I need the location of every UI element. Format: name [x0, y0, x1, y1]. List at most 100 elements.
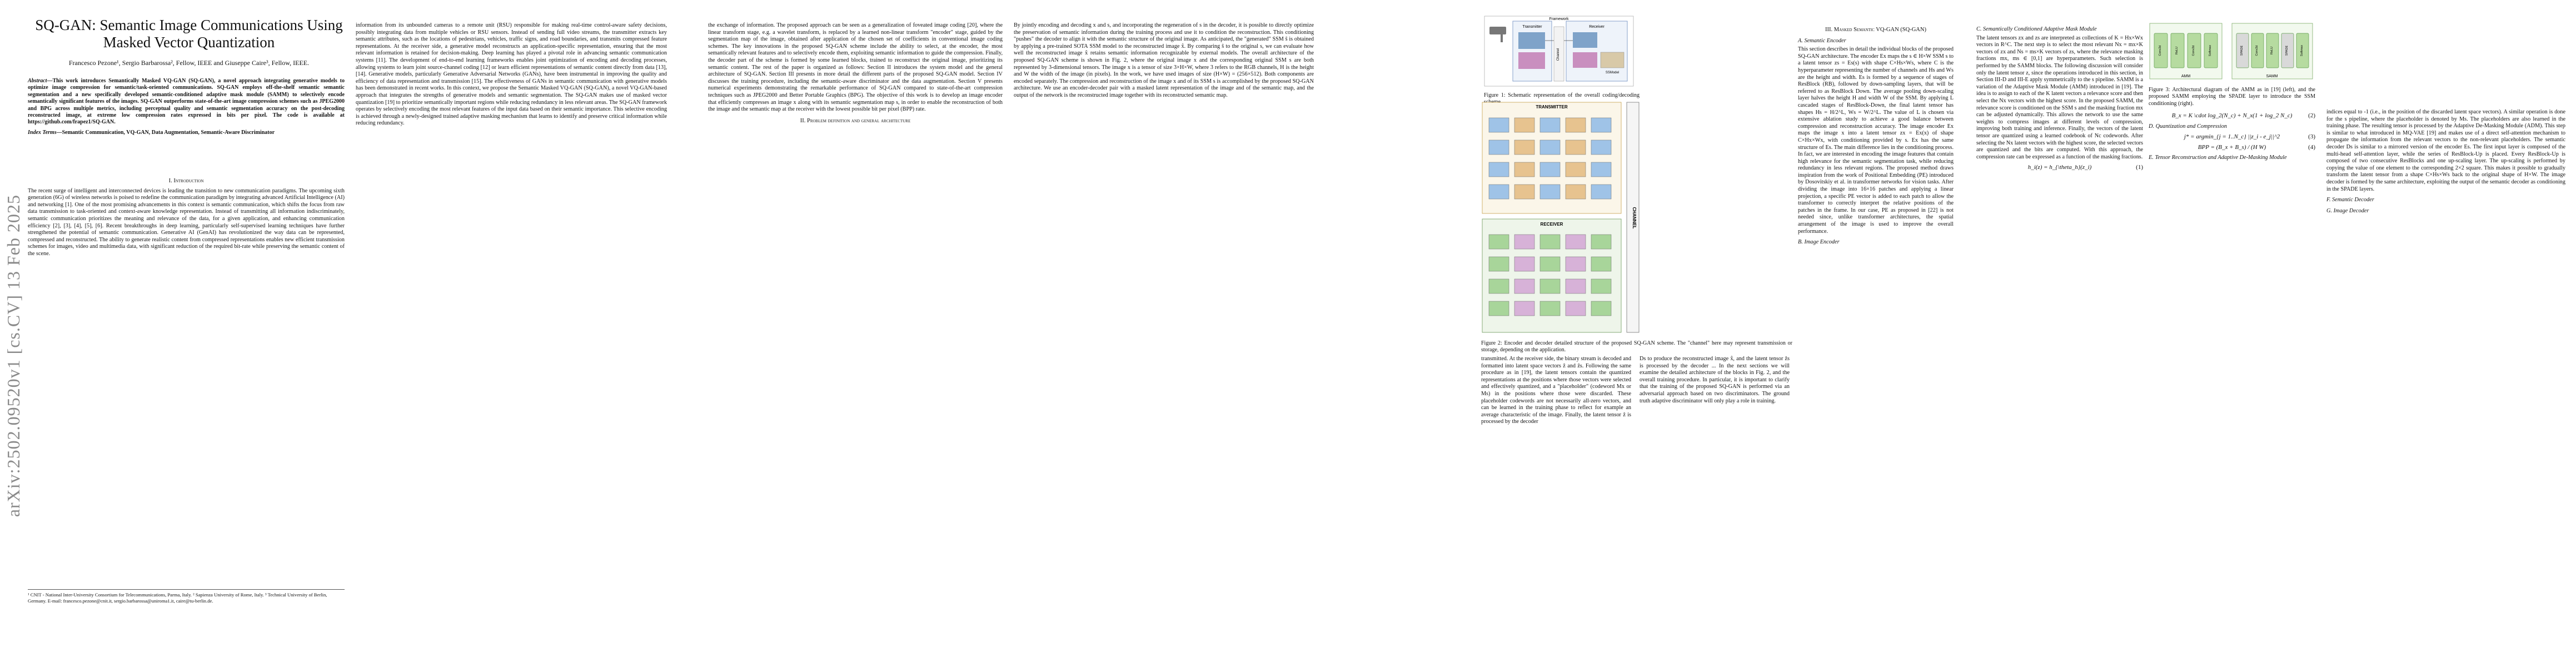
paragraph: information from its unbounded cameras t… — [356, 22, 667, 127]
tx-block — [1539, 162, 1561, 177]
equation-3: j* = argmin_{j = 1..N_c} ||z_i - e_j||^2… — [2184, 133, 2315, 141]
page4-column-3: indices equal to -1 (i.e., in the positi… — [2326, 109, 2565, 216]
tx-block — [1488, 140, 1509, 155]
rx-block — [1565, 234, 1586, 250]
page-4: C. Semantically Conditioned Adaptive Mas… — [1965, 0, 2576, 667]
paragraph: The latent tensors zx and zs are interpr… — [1976, 34, 2143, 160]
label-channel: Channel — [1557, 48, 1560, 61]
label-framework: Framework — [1549, 17, 1569, 21]
paper-authors: Francesco Pezone¹, Sergio Barbarossa², F… — [68, 59, 310, 67]
rx-block — [1591, 301, 1612, 316]
figure-3-caption: Figure 3: Architectural diagram of the A… — [2149, 87, 2315, 107]
rx-block — [1488, 278, 1509, 294]
rx-block — [1539, 234, 1561, 250]
amm-layer-label: Softmax — [2209, 45, 2212, 56]
abstract-text: —This work introduces Semantically Maske… — [28, 78, 345, 126]
samm-layer-label: ReLU — [2270, 47, 2274, 54]
subsection-heading: F. Semantic Decoder — [2326, 197, 2374, 203]
page2-column-2: By jointly encoding and decoding x and s… — [1014, 22, 1314, 101]
samm-layer-label: Conv2d — [2255, 46, 2259, 56]
subsection-heading: A. Semantic Encoder — [1798, 37, 1846, 44]
equation-1: h_i(z) = h_{\theta_h}(z_i)(1) — [2027, 164, 2143, 171]
subsection-heading: G. Image Decoder — [2326, 207, 2369, 214]
samm-layer-block — [2296, 33, 2309, 68]
rx-block — [1488, 234, 1509, 250]
arxiv-stamp: arXiv:2502.09520v1 [cs.CV] 13 Feb 2025 — [3, 194, 23, 517]
label-channel: CHANNEL — [1632, 207, 1637, 228]
rx-block — [1591, 278, 1612, 294]
subsection-heading: B. Image Encoder — [1798, 239, 1840, 246]
tx-block — [1539, 140, 1561, 155]
page4-column-2-text: B_x = K \cdot log_2(N_c) + N_x(1 + log_2… — [2149, 109, 2315, 163]
equation-2: B_x = K \cdot log_2(N_c) + N_x(1 + log_2… — [2171, 112, 2315, 119]
segmentation-thumbnail — [1518, 52, 1545, 69]
label-transmitter: TRANSMITTER — [1536, 104, 1568, 109]
page3-column-3: III. Masked Semantic VQ-GAN (SQ-GAN) A. … — [1798, 22, 1954, 248]
paragraph: The recent surge of intelligent and inte… — [28, 187, 345, 257]
label-receiver: RECEIVER — [1541, 222, 1563, 227]
rx-block — [1565, 301, 1586, 316]
samm-layer-label: Softmax — [2300, 45, 2304, 56]
page-2: the exchange of information. The propose… — [686, 0, 1328, 667]
samm-layer-block — [2281, 33, 2294, 68]
rx-block — [1514, 234, 1535, 250]
rx-block — [1565, 278, 1586, 294]
figure-1-diagram: Transmitter Framework Receiver Channel S… — [1484, 16, 1634, 87]
paragraph: indices equal to -1 (i.e., in the positi… — [2326, 109, 2565, 192]
channel-bar — [1626, 102, 1640, 333]
page3-column-2: Ds to produce the reconstructed image x̂… — [1640, 356, 1790, 406]
amm-layer-label: Conv2d — [2159, 46, 2162, 56]
tx-block — [1565, 117, 1586, 133]
abstract-label: Abstract — [28, 78, 47, 84]
paragraph: the exchange of information. The propose… — [708, 22, 1003, 113]
label-receiver: Receiver — [1589, 25, 1605, 29]
figure-2-caption: Figure 2: Encoder and decoder detailed s… — [1481, 340, 1792, 354]
figure-2-blocks — [1488, 117, 1612, 316]
label-ssmodel: SSModel — [1606, 71, 1619, 74]
reconstructed-thumbnail — [1573, 32, 1597, 48]
section-heading-intro: I. Introduction — [168, 178, 204, 184]
equation-4: BPP = (B_x + B_s) / (H W)(4) — [2198, 143, 2315, 151]
amm-layer-block — [2154, 33, 2168, 68]
page1-column-2: information from its unbounded cameras t… — [356, 22, 667, 128]
tx-block — [1565, 140, 1586, 155]
page-1: arXiv:2502.09520v1 [cs.CV] 13 Feb 2025 S… — [0, 0, 685, 667]
amm-layer-label: Conv2d — [2192, 46, 2195, 56]
camera-icon — [1489, 27, 1506, 42]
amm-layer-block — [2170, 33, 2185, 68]
tx-block — [1539, 184, 1561, 200]
page-3: Transmitter Framework Receiver Channel S… — [1328, 0, 1965, 667]
tx-block — [1591, 162, 1612, 177]
paper-title: SQ-GAN: Semantic Image Communications Us… — [35, 17, 343, 51]
label-amm: AMM — [2181, 74, 2191, 78]
tx-block — [1591, 140, 1612, 155]
rx-block — [1591, 256, 1612, 272]
amm-layer-block — [2187, 33, 2201, 68]
reconstructed-segmentation — [1573, 52, 1597, 68]
subsection-heading: C. Semantically Conditioned Adaptive Mas… — [1976, 26, 2097, 32]
figure-2: TRANSMITTER RECEIVER CHANNEL — [1481, 101, 1642, 335]
tx-block — [1565, 162, 1586, 177]
subsection-heading: E. Tensor Reconstruction and Adaptive De… — [2149, 155, 2287, 161]
tx-block — [1565, 184, 1586, 200]
rx-block — [1539, 278, 1561, 294]
rx-block — [1539, 301, 1561, 316]
image-thumbnail — [1518, 32, 1545, 49]
tx-block — [1591, 117, 1612, 133]
tx-block — [1488, 184, 1509, 200]
section-heading-problem: II. Problem definition and general archi… — [800, 117, 911, 124]
amm-layer-label: ReLU — [2175, 47, 2179, 54]
rx-block — [1591, 234, 1612, 250]
tx-block — [1514, 184, 1535, 200]
figure-1: Transmitter Framework Receiver Channel S… — [1484, 16, 1634, 87]
rx-block — [1488, 301, 1509, 316]
page4-column-1: C. Semantically Conditioned Adaptive Mas… — [1976, 22, 2143, 175]
rx-block — [1488, 256, 1509, 272]
tx-block — [1514, 140, 1535, 155]
samm-layer-block — [2266, 33, 2279, 68]
tx-block — [1514, 162, 1535, 177]
samm-layer-label: SPADE — [2285, 46, 2289, 56]
abstract: Abstract—This work introduces Semantical… — [28, 78, 345, 136]
